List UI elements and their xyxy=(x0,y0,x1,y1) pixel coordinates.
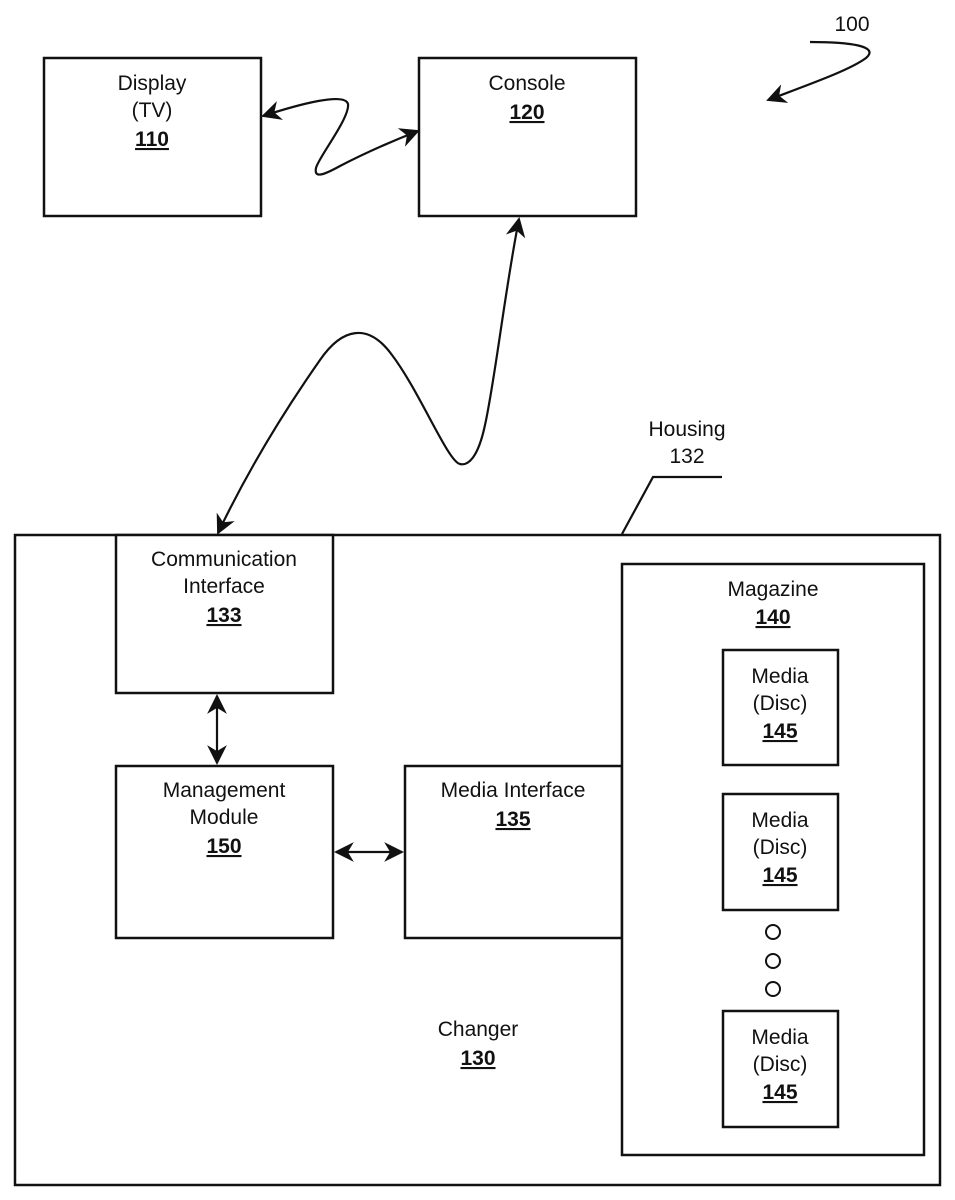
media-disc-block: Media (Disc) 145 xyxy=(723,1011,838,1127)
housing-label-group: Housing 132 xyxy=(622,418,726,534)
media-interface-ref: 135 xyxy=(495,808,530,831)
ellipsis-dot xyxy=(766,954,780,968)
display-sublabel: (TV) xyxy=(132,99,173,122)
media-disc-label: Media xyxy=(751,1026,809,1049)
management-module-sublabel: Module xyxy=(190,806,259,829)
media-interface-block: Media Interface 135 xyxy=(405,766,622,938)
console-ref: 120 xyxy=(509,101,544,124)
housing-leader xyxy=(622,477,722,534)
ellipsis-dot xyxy=(766,982,780,996)
media-interface-label: Media Interface xyxy=(441,779,586,802)
management-module-label: Management xyxy=(163,779,286,802)
media-disc-sublabel: (Disc) xyxy=(753,1053,808,1076)
media-disc-sublabel: (Disc) xyxy=(753,836,808,859)
figure-reference-label: 100 xyxy=(834,13,869,36)
communication-interface-label: Communication xyxy=(151,548,297,571)
media-disc-ref: 145 xyxy=(762,720,797,743)
console-comm-link xyxy=(218,219,519,533)
management-module-block: Management Module 150 xyxy=(116,766,333,938)
media-disc-block: Media (Disc) 145 xyxy=(723,650,838,765)
housing-ref: 132 xyxy=(669,445,704,468)
changer-ref: 130 xyxy=(460,1047,495,1070)
media-disc-label: Media xyxy=(751,809,809,832)
console-label: Console xyxy=(488,72,565,95)
media-disc-label: Media xyxy=(751,665,809,688)
ellipsis-dot xyxy=(766,925,780,939)
media-disc-block: Media (Disc) 145 xyxy=(723,794,838,910)
console-block: Console 120 xyxy=(419,58,636,216)
communication-interface-block: Communication Interface 133 xyxy=(116,535,333,693)
communication-interface-ref: 133 xyxy=(206,604,241,627)
ellipsis-dots xyxy=(766,925,780,996)
media-disc-ref: 145 xyxy=(762,1081,797,1104)
housing-label: Housing xyxy=(648,418,725,441)
display-console-link xyxy=(263,99,418,175)
display-ref: 110 xyxy=(135,128,169,151)
figure-reference-100: 100 xyxy=(768,13,870,100)
management-module-ref: 150 xyxy=(206,835,241,858)
changer-label: Changer xyxy=(438,1018,519,1041)
media-disc-ref: 145 xyxy=(762,864,797,887)
magazine-ref: 140 xyxy=(755,606,790,629)
communication-interface-sublabel: Interface xyxy=(183,575,265,598)
display-block: Display (TV) 110 xyxy=(44,58,261,216)
media-disc-sublabel: (Disc) xyxy=(753,692,808,715)
magazine-label: Magazine xyxy=(727,578,818,601)
display-label: Display xyxy=(118,72,187,95)
figure-reference-leader xyxy=(768,42,869,100)
